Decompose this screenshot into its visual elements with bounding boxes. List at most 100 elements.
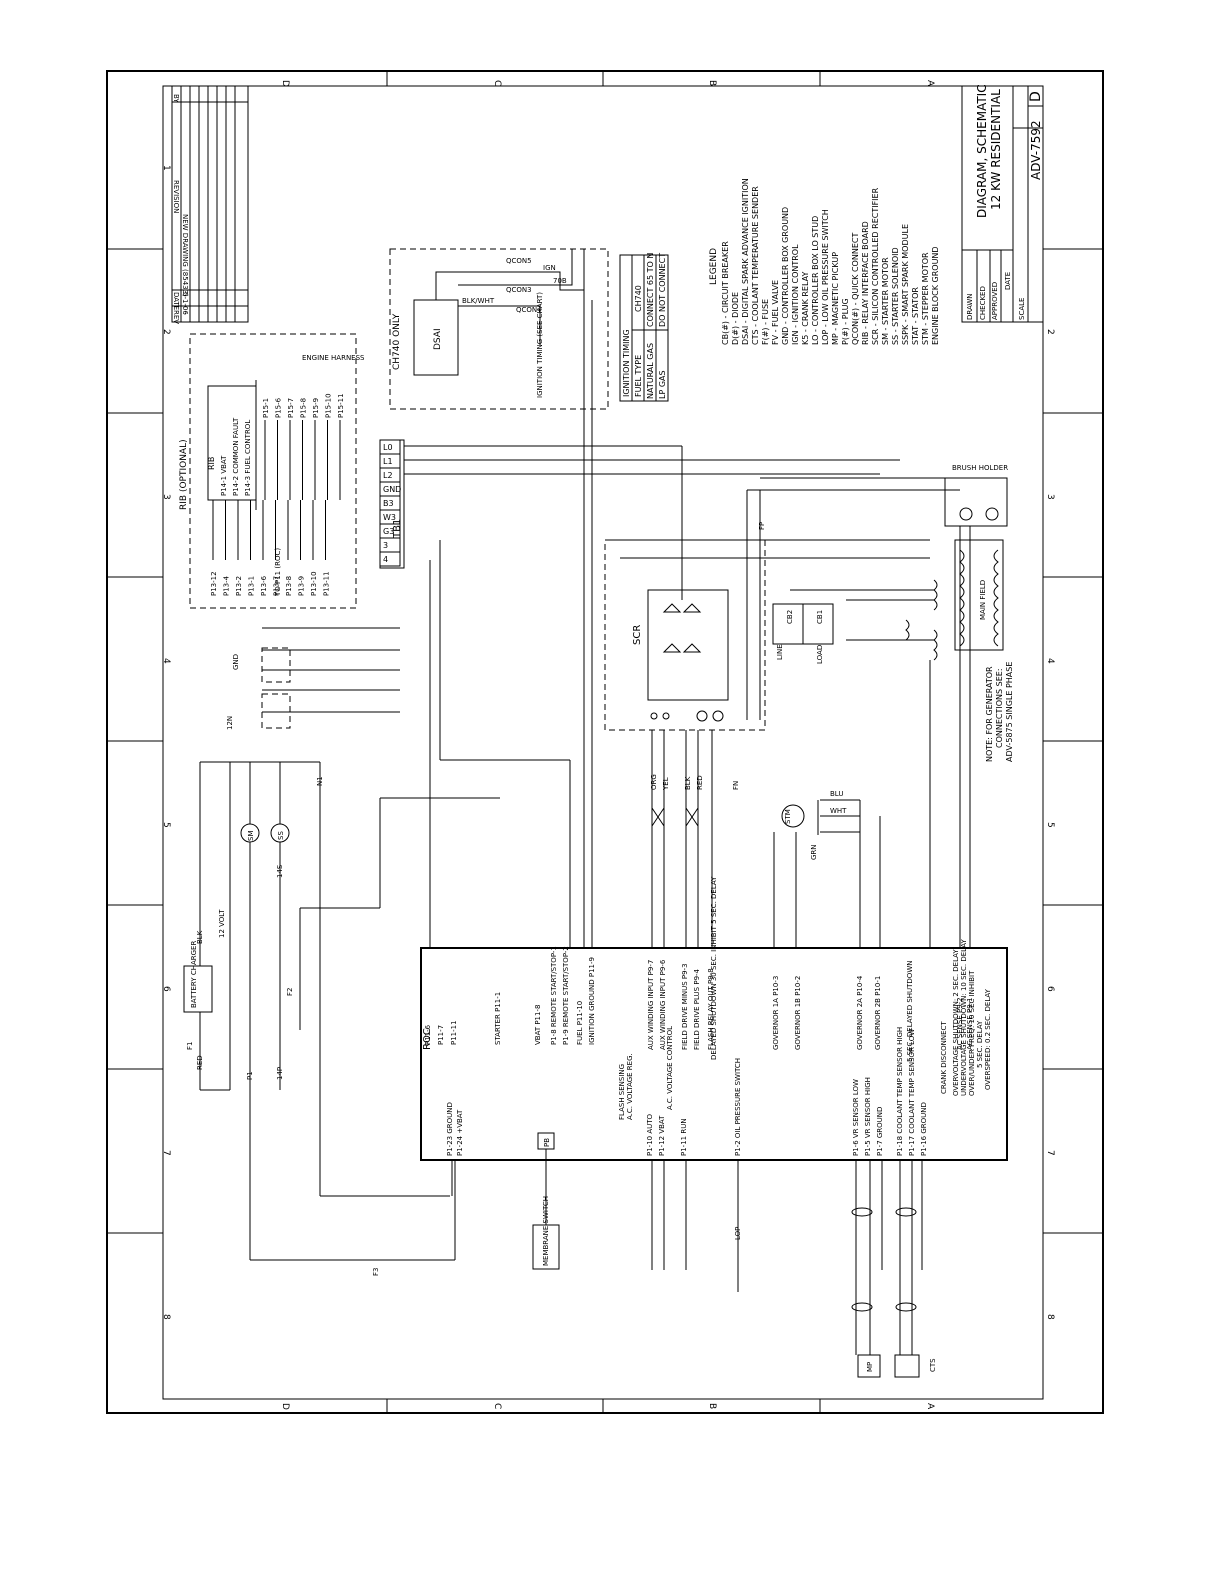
roc-note: A.C. VOLTAGE REG. (626, 1053, 634, 1120)
zone-bottom-c: C (492, 1403, 502, 1409)
wire-grn-label: GRN (810, 844, 818, 860)
p13-pin: P13-6 (260, 575, 268, 596)
harness-wires (404, 249, 971, 1355)
zone-top-a: A (925, 80, 935, 87)
roc-mid-pin: GOVERNOR 1A P10-3 (772, 976, 780, 1050)
p15-pin: P15-8 (300, 398, 308, 418)
tb-row-approved: APPROVED (991, 282, 999, 320)
tb-row-date: DATE (1004, 272, 1012, 290)
p13-pin: P13-12 (210, 571, 218, 596)
rev-entry-rev: - (181, 312, 189, 315)
tb1-terminal: G3 (383, 527, 394, 536)
scr-terminal-ac2 (662, 712, 670, 720)
ign-header-fuel: FUEL TYPE (634, 355, 643, 397)
legend-item: D(#) - DIODE (731, 292, 740, 345)
ch740-label: CH740 ONLY (392, 313, 402, 370)
legend-item: MP - MAGNETIC PICKUP (831, 252, 840, 345)
ss-label: SS (277, 831, 285, 840)
p15-pin: P15-1 (262, 398, 270, 418)
ign-wire-label: IGN (543, 264, 556, 272)
battery-charger-label: BATTERY CHARGER (190, 941, 198, 1008)
zone-ticks (107, 71, 1103, 1413)
qcon3-label: QCON3 (506, 286, 532, 294)
roc-left-pin: VBAT P11-8 (534, 1005, 542, 1045)
sm-symbol (240, 823, 260, 843)
engine-harness-label: ENGINE HARNESS (302, 354, 365, 362)
main-field: MAIN FIELD (954, 539, 1004, 651)
mp-label: MP (866, 1362, 874, 1372)
note-line3: ADV-5875 SINGLE PHASE (1005, 662, 1014, 762)
legend-item: STAT - STATOR (911, 287, 920, 345)
f3-label: F3 (372, 1268, 380, 1276)
roc-right-pin: P1-7 GROUND (876, 1107, 884, 1156)
tb1-terminal: B3 (383, 499, 394, 508)
roc-left-pin: P1-8 REMOTE START/STOP-1 (550, 946, 558, 1045)
p1-label: P1 (246, 1071, 254, 1080)
zone-right-4: 4 (1045, 658, 1055, 664)
wire-fn-label: FN (732, 781, 740, 790)
roc-right-pin: P1-16 GROUND (920, 1102, 928, 1156)
zone-left-6: 6 (161, 986, 171, 992)
scr-terminal-minus (712, 710, 724, 722)
zone-top-b: B (707, 80, 717, 86)
zone-left-8: 8 (161, 1314, 171, 1320)
gnd-label: GND (232, 654, 240, 670)
roc-mid-pin: GOVERNOR 1B P10-2 (794, 976, 802, 1050)
n1-label: N1 (316, 776, 324, 786)
p15-pin: P15-7 (287, 398, 295, 418)
rev-entry-text: NEW DRAWING (85433) (181, 214, 189, 297)
roc-right-pin: P1-18 COOLANT TEMP SENSOR HIGH (896, 1027, 904, 1156)
legend-item: K5 - CRANK RELAY (801, 272, 810, 345)
legend-item: STM - STEPPER MOTOR (921, 252, 930, 345)
brush-holder-label: BRUSH HOLDER (952, 464, 1008, 472)
scr-diode-1 (662, 603, 682, 613)
zone-labels-bottom: D C B A (280, 1403, 935, 1410)
roc-left-pin: P11-7 (437, 1025, 445, 1045)
zone-right-3: 3 (1045, 494, 1055, 500)
roc-right-pin: P1-12 VBAT (658, 1115, 666, 1156)
ign-row1-fuel: NATURAL GAS (646, 343, 655, 399)
legend-item: LO - CONTROLLER BOX LO STUD (811, 216, 820, 345)
ign-row2-fuel: LP GAS (658, 370, 667, 399)
rib-pin-2: P14-2 COMMON FAULT (232, 417, 240, 496)
p15-pin: P15-6 (275, 397, 283, 418)
roc-left-pin: P11-11 (450, 1020, 458, 1045)
roc-mid-pin: AUX WINDING INPUT P9-6 (659, 959, 667, 1050)
wire-yel-label: YEL (662, 777, 670, 791)
wire-color-labels: ORG YEL BLK RED FN FP BLU WHT GRN (650, 522, 847, 860)
roc-right-pin: P1-10 AUTO (646, 1113, 654, 1156)
p13-pin: P13-2 (235, 576, 243, 596)
lop-device: LOP (734, 1160, 742, 1292)
legend-title: LEGEND (709, 248, 719, 285)
rib-pin-3: P14-3 FUEL CONTROL (244, 420, 252, 496)
p15-pin: P15-11 (337, 393, 345, 418)
roc-left-pin: STARTER P11-1 (494, 992, 502, 1045)
main-field-label: MAIN FIELD (979, 580, 987, 620)
twisted-pairs (651, 807, 917, 1312)
rib-pin-1: P14-1 VBAT (220, 455, 228, 496)
tb1-terminal: W3 (383, 513, 396, 522)
legend-item: QCON(#) - QUICK CONNECT (851, 233, 860, 345)
ignition-timing-note: IGNITION TIMING (SEE CHART) (536, 292, 544, 398)
zone-left-7: 7 (161, 1150, 171, 1156)
roc-right-pin: P1-23 GROUND (446, 1102, 454, 1156)
zone-right-2: 2 (1045, 329, 1055, 335)
scr-diode-3 (662, 643, 682, 653)
p13-pin: P13-9 (298, 576, 306, 596)
wire-wht-label: WHT (830, 807, 847, 815)
battery-circuit: BATTERY CHARGER 12 VOLT SM SS N1 12N GND… (183, 654, 500, 1276)
roc-note: 5 SEC. DELAY (976, 1020, 984, 1068)
14p-label: 14P (276, 1067, 284, 1080)
tb1-terminal: L1 (383, 457, 393, 466)
zone-left-4: 4 (161, 658, 171, 664)
wire-org-label: ORG (650, 774, 658, 790)
battery-charger-box (183, 965, 213, 1013)
title-block: DIAGRAM, SCHEMATIC 12 KW RESIDENTIAL ADV… (961, 84, 1044, 323)
zone-left-2: 2 (161, 329, 171, 335)
rev-header-revision: REVISION (172, 180, 180, 213)
tb1-terminal: L0 (383, 443, 393, 452)
blk-label: BLK (196, 930, 204, 944)
